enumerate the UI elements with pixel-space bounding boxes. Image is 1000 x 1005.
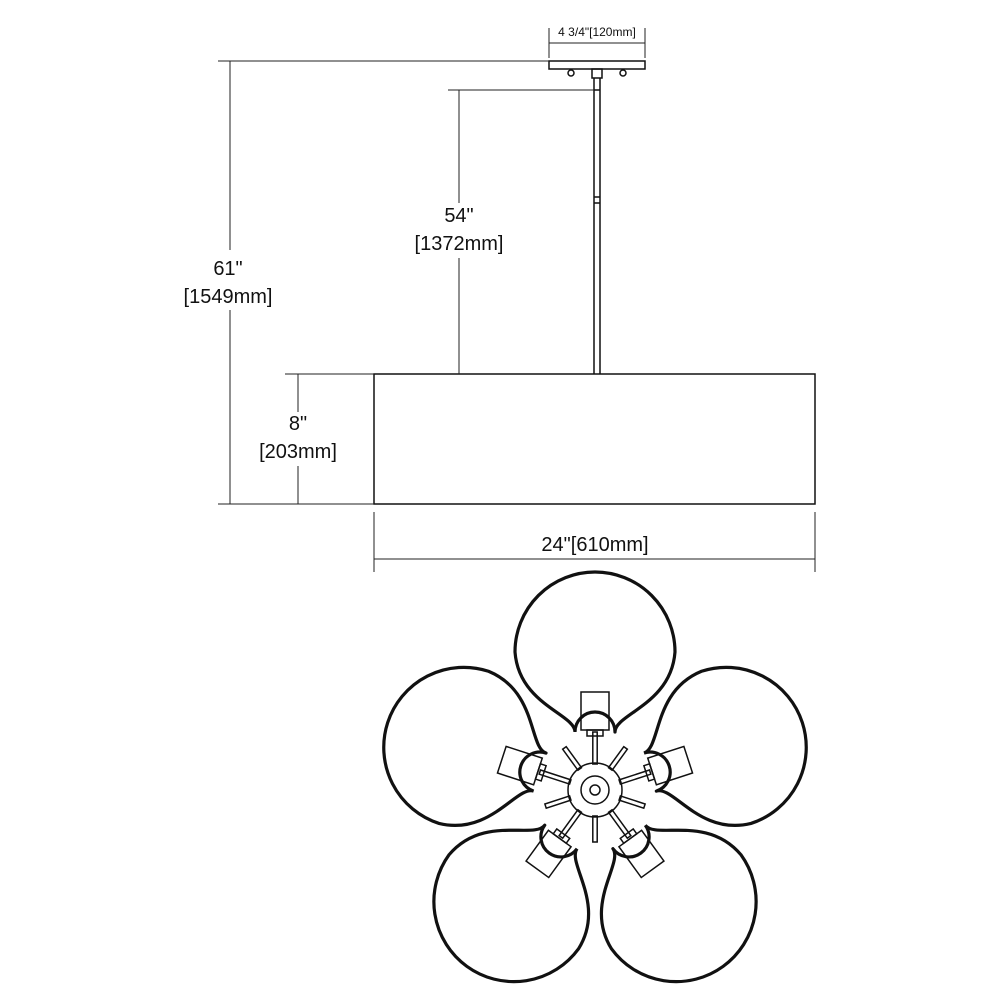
- canopy-screw-left: [567, 69, 575, 77]
- socket-5: [496, 745, 548, 786]
- shade-height-mm-label: [203mm]: [259, 441, 337, 463]
- socket-2: [642, 745, 694, 786]
- hub-outer-ring: [567, 762, 623, 818]
- shade-height-in-label: 8": [289, 413, 307, 435]
- arm-3: [618, 769, 652, 786]
- shade-width-dimension: 24"[610mm]: [373, 512, 816, 572]
- arm-1: [592, 731, 598, 765]
- petal-1: [513, 570, 677, 734]
- petal-outline-group: [382, 570, 808, 984]
- center-hub: [567, 762, 623, 818]
- arm-group: [538, 731, 652, 843]
- socket-cap: [552, 827, 571, 845]
- shade-height-dimension: 8" [203mm]: [259, 373, 374, 504]
- canopy-width-dimension: 4 3/4"[120mm]: [548, 25, 646, 58]
- hub-inner-ring: [580, 775, 610, 805]
- canopy-width-label: 4 3/4"[120mm]: [558, 25, 636, 39]
- arm-8: [543, 794, 572, 810]
- bottom-view: [382, 570, 808, 984]
- arm-10: [561, 745, 583, 772]
- canopy-collar: [591, 68, 603, 79]
- drum-shade: [373, 373, 816, 505]
- overall-height-dimension: 61" [1549mm]: [184, 60, 549, 505]
- arm-9: [538, 769, 572, 786]
- socket-1: [580, 691, 610, 737]
- canopy-screw-right: [619, 69, 627, 77]
- arm-5: [607, 808, 632, 840]
- arm-7: [558, 808, 583, 840]
- overall-height-mm-label: [1549mm]: [184, 286, 273, 308]
- arm-6: [592, 815, 598, 843]
- socket-cap: [534, 762, 548, 782]
- shade-width-label: 24"[610mm]: [541, 534, 648, 556]
- socket-cap: [586, 729, 604, 737]
- canopy-plate: [548, 60, 646, 70]
- rod-height-dimension: 54" [1372mm]: [415, 89, 594, 374]
- petal-outline: [513, 570, 677, 734]
- rod-height-in-label: 54": [444, 205, 473, 227]
- arm-2: [607, 745, 629, 772]
- overall-height-in-label: 61": [213, 258, 242, 280]
- rod-height-mm-label: [1372mm]: [415, 233, 504, 255]
- socket-group: [496, 691, 694, 879]
- hub-center-knob: [589, 784, 601, 796]
- socket-4: [525, 827, 573, 879]
- socket-cap: [642, 762, 656, 782]
- side-elevation: 4 3/4"[120mm] 61" [1549mm]: [184, 25, 816, 572]
- arm-4: [618, 794, 647, 810]
- stem-rod: [593, 78, 601, 374]
- socket-3: [617, 827, 665, 879]
- socket-cap: [619, 827, 638, 845]
- canopy: [548, 60, 646, 79]
